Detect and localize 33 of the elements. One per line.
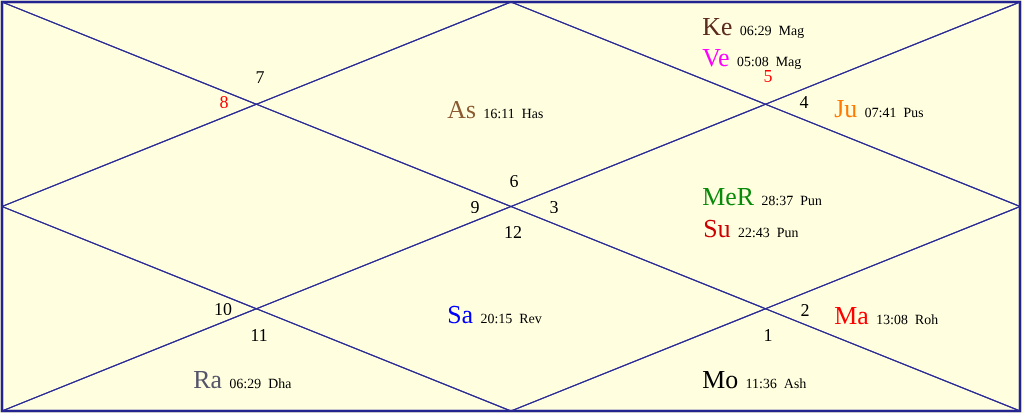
planet-degree-text: 22:43 Pun	[738, 227, 799, 238]
planet-degree-text: 06:29 Dha	[229, 378, 292, 389]
planet-abbreviation: Su	[704, 219, 731, 238]
planet-degree-text: 16:11 Has	[484, 108, 543, 119]
house-number: 2	[801, 304, 809, 316]
house-number: 7	[256, 71, 264, 83]
planet-degree-text: 11:36 Ash	[746, 378, 807, 389]
house-number: 9	[471, 201, 479, 214]
house-number: 11	[251, 329, 267, 341]
planet-degree-text: 05:08 Mag	[737, 56, 801, 69]
house-number: 1	[765, 329, 772, 341]
planet-abbreviation: As	[447, 100, 476, 119]
house-number: 3	[550, 201, 558, 214]
planet-degree-text: 13:08 Roh	[877, 314, 938, 325]
planet-degree-text: 06:29 Mag	[740, 25, 804, 38]
house-number: 4	[799, 96, 809, 108]
planet-degree-text: 20:15 Rev	[481, 313, 542, 324]
house-number: 5	[764, 70, 772, 82]
house-cell	[1, 1, 258, 208]
planet-abbreviation: Mo	[702, 371, 738, 389]
planet-abbreviation: Ra	[193, 371, 222, 389]
planet-degree-text: 28:37 Pun	[762, 195, 822, 206]
house-number: 12	[505, 226, 521, 238]
planet-abbreviation: MeR	[702, 188, 754, 206]
house-number: 10	[215, 302, 232, 316]
planet-abbreviation: Sa	[448, 305, 473, 324]
planet-abbreviation: Ju	[834, 100, 857, 118]
planet-degree-text: 07:41 Pus	[865, 107, 924, 118]
house-number: 6	[510, 175, 518, 188]
planet-abbreviation: Ma	[834, 307, 869, 325]
house-number: 8	[220, 95, 228, 109]
planet-abbreviation: Ve	[702, 49, 729, 67]
planet-abbreviation: Ke	[702, 18, 732, 36]
